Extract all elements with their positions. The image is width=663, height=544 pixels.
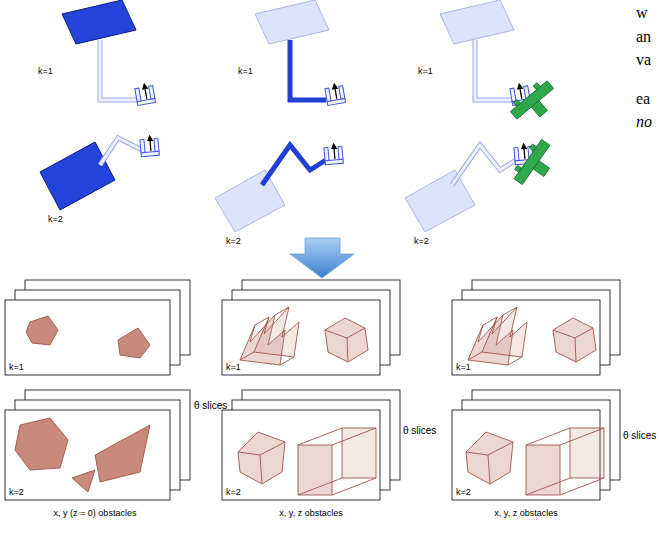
- text-fragment: an: [636, 28, 651, 46]
- robot-k1-col2: [255, 0, 346, 106]
- transform-arrow: [290, 238, 354, 278]
- panel-caption: x, y, z obstacles: [251, 508, 371, 518]
- step-label: k=2: [226, 236, 241, 246]
- slice-label: k=2: [456, 487, 471, 497]
- slice-label: k=1: [226, 362, 241, 372]
- step-label: k=1: [418, 66, 433, 76]
- text-fragment: no: [636, 113, 652, 131]
- robot-k2-col3: [405, 137, 561, 232]
- text-fragment: ea: [636, 90, 650, 108]
- robot-k2-col1: [40, 137, 159, 210]
- text-fragment: w: [636, 4, 648, 22]
- slice-stacks: [5, 280, 620, 500]
- slice-label: k=1: [9, 362, 24, 372]
- obstacles-3d-col3: [466, 307, 604, 495]
- step-label: k=1: [238, 66, 253, 76]
- obstacles-3d-col2: [238, 307, 376, 495]
- slice-label: k=2: [9, 487, 24, 497]
- axis-label: θ slices: [194, 400, 228, 412]
- axis-label: θ slices: [403, 425, 437, 437]
- robot-k1-col3: [440, 0, 562, 129]
- step-label: k=1: [38, 66, 53, 76]
- step-label: k=2: [414, 236, 429, 246]
- obstacles-2d: [15, 316, 150, 492]
- slice-label: k=1: [456, 362, 471, 372]
- panel-caption: x, y, z obstacles: [466, 508, 586, 518]
- text-fragment: va: [636, 51, 651, 69]
- slice-label: k=2: [226, 487, 241, 497]
- robot-k1-col1: [62, 0, 156, 106]
- robot-k2-col2: [215, 145, 343, 232]
- axis-label: θ slices: [623, 430, 657, 442]
- panel-caption: x, y (z = 0) obstacles: [35, 508, 155, 518]
- step-label: k=2: [48, 214, 63, 224]
